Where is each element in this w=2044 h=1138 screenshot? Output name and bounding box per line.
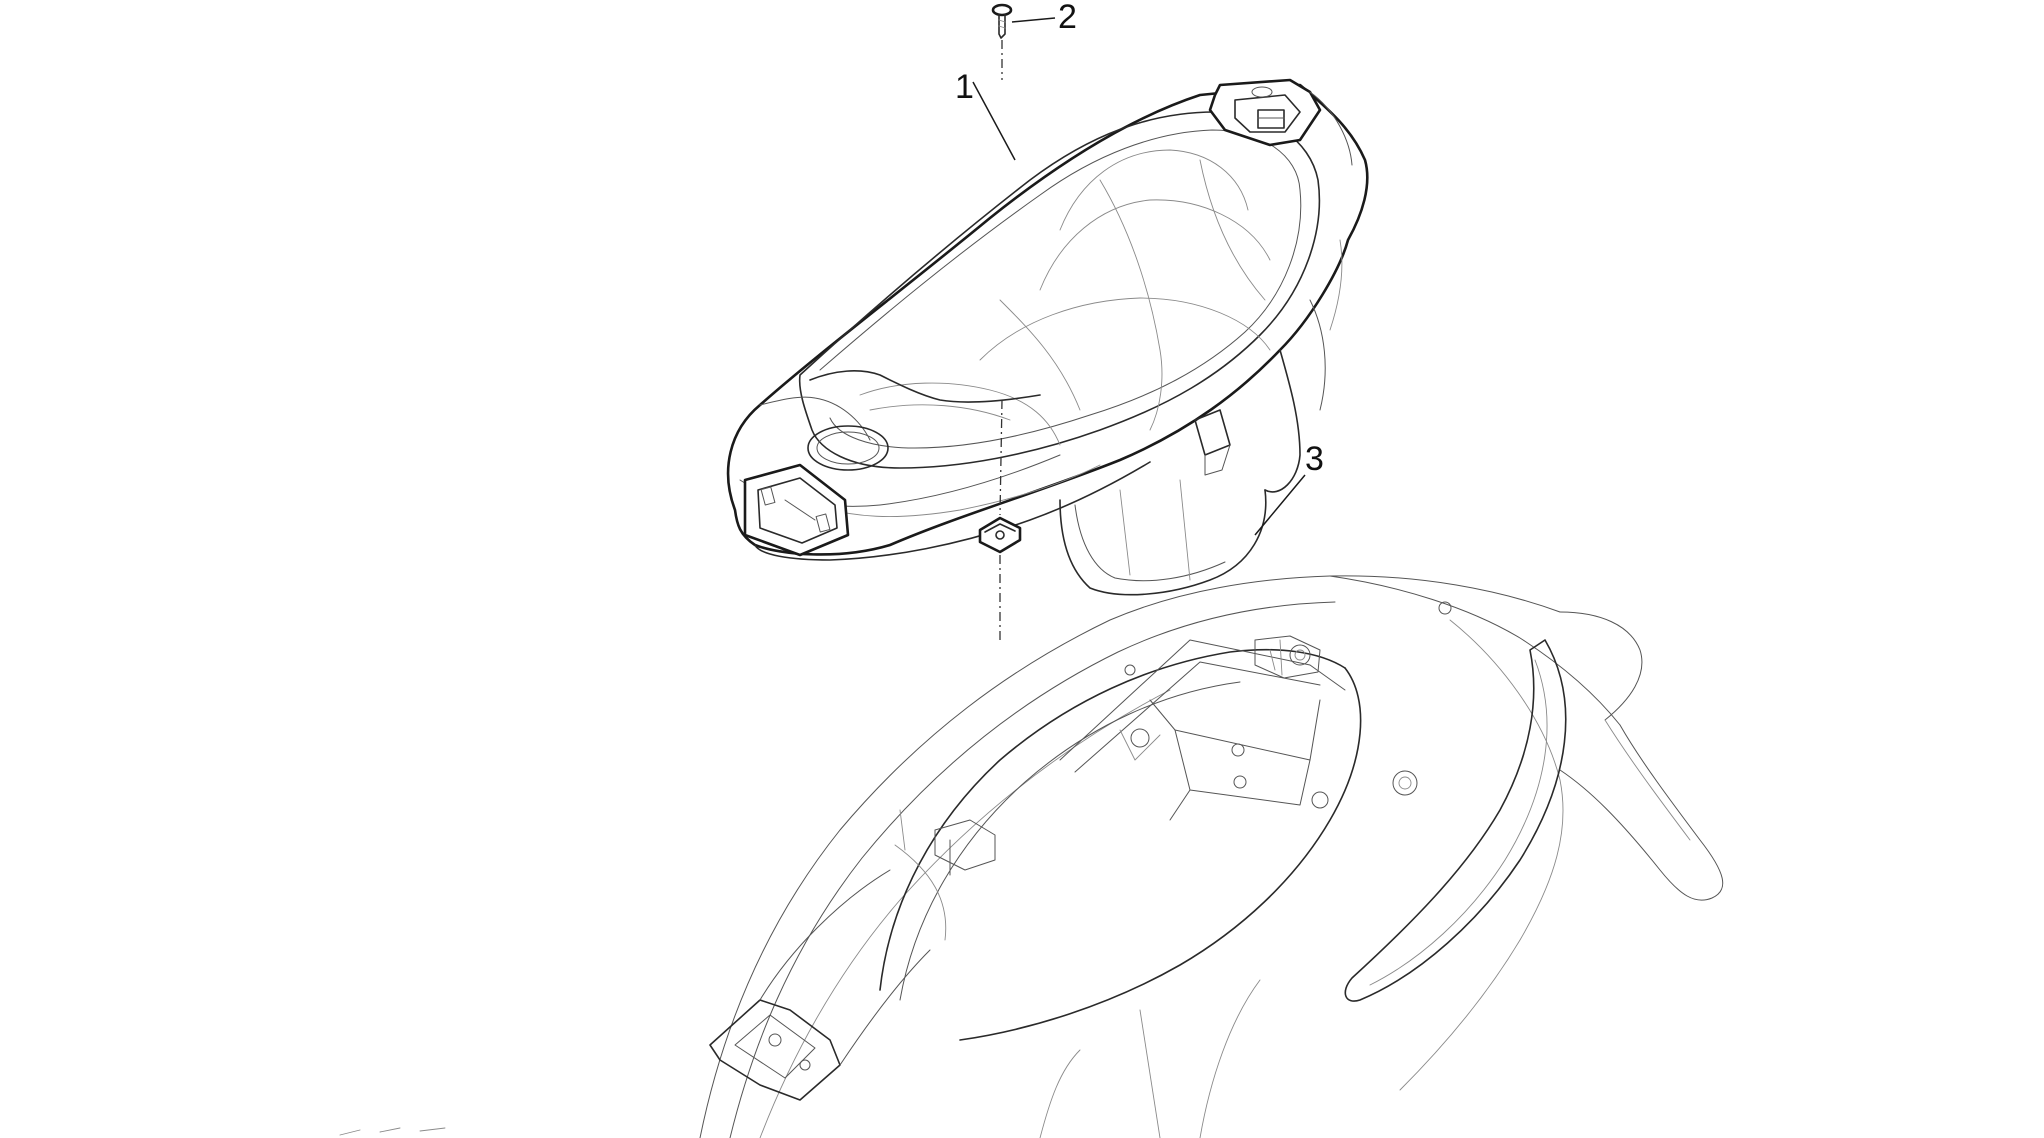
assembly-axis-middle bbox=[999, 399, 1003, 516]
leader-line-3 bbox=[1254, 474, 1306, 536]
leader-line-2 bbox=[1011, 17, 1056, 23]
leader-line-1 bbox=[972, 81, 1016, 161]
callout-part-1: 1 bbox=[955, 68, 974, 106]
edge-marks bbox=[339, 1127, 446, 1136]
callout-part-2: 2 bbox=[1058, 0, 1077, 36]
callout-part-3: 3 bbox=[1305, 440, 1324, 478]
rear-body-frame bbox=[699, 575, 1724, 1138]
helmet-compartment bbox=[726, 78, 1369, 596]
screw bbox=[991, 3, 1013, 39]
clip-nut bbox=[978, 516, 1022, 554]
